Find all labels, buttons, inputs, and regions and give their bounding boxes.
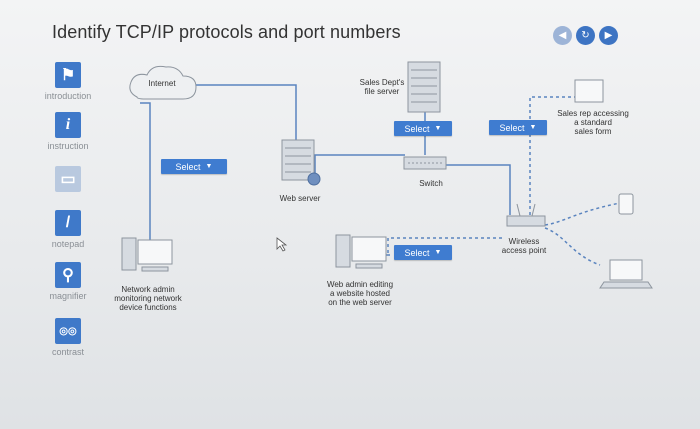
sales-rep-label: Sales rep accessing a standard sales for… <box>557 109 629 136</box>
file-server-label: Sales Dept's file server <box>359 78 405 96</box>
cloud-icon <box>129 65 197 100</box>
internet-label: Internet <box>148 79 176 88</box>
web-admin-label: Web admin editing a website hosted on th… <box>326 280 394 307</box>
tool-monitor[interactable]: ▭ <box>40 166 96 192</box>
tool-instruction[interactable]: i instruction <box>40 112 96 151</box>
caret-down-icon: ▼ <box>434 125 442 132</box>
tool-label: instruction <box>47 141 89 151</box>
refresh-icon[interactable]: ↻ <box>576 26 595 45</box>
file-server-protocol-select[interactable]: Select ▼ <box>394 121 452 136</box>
tool-label: notepad <box>51 239 85 249</box>
info-icon: i <box>55 112 81 138</box>
wireless-protocol-select[interactable]: Select ▼ <box>489 120 547 135</box>
flag-icon: ⚑ <box>55 62 81 88</box>
access-point-icon <box>506 203 546 227</box>
monitor-icon: ▭ <box>55 166 81 192</box>
tool-label: introduction <box>44 91 92 101</box>
web-server-label: Web server <box>279 194 321 203</box>
tool-magnifier[interactable]: ⚲ magnifier <box>40 262 96 301</box>
forward-icon[interactable]: ▶ <box>599 26 618 45</box>
internet-protocol-select[interactable]: Select ▼ <box>161 159 227 174</box>
web-server-icon <box>281 139 321 186</box>
sales-rep-monitor-icon <box>574 79 604 103</box>
web-admin-computer-icon <box>335 234 387 269</box>
tool-introduction[interactable]: ⚑ introduction <box>40 62 96 101</box>
tablet-icon <box>618 193 634 215</box>
network-admin-computer-icon <box>121 237 173 272</box>
tool-label: magnifier <box>49 291 87 301</box>
switch-icon <box>403 156 447 170</box>
laptop-icon <box>599 259 653 289</box>
glasses-icon: ◎◎ <box>55 318 81 344</box>
caret-down-icon: ▼ <box>529 124 537 131</box>
network-admin-label: Network admin monitoring network device … <box>114 285 182 312</box>
web-admin-protocol-select[interactable]: Select ▼ <box>394 245 452 260</box>
tool-contrast[interactable]: ◎◎ contrast <box>40 318 96 357</box>
access-point-label: Wireless access point <box>501 237 547 255</box>
tool-label: contrast <box>51 347 84 357</box>
magnifier-icon: ⚲ <box>55 262 81 288</box>
pencil-icon: / <box>55 210 81 236</box>
page-title: Identify TCP/IP protocols and port numbe… <box>52 22 401 42</box>
connection-lines <box>140 84 511 256</box>
back-icon[interactable]: ◀ <box>553 26 572 45</box>
file-server-icon <box>407 61 441 113</box>
caret-down-icon: ▼ <box>434 249 442 256</box>
tool-notepad[interactable]: / notepad <box>40 210 96 249</box>
wireless-links <box>387 96 621 266</box>
nav-bar: ◀ ↻ ▶ <box>553 26 618 45</box>
switch-label: Switch <box>419 179 443 188</box>
mouse-cursor-icon <box>276 237 288 252</box>
caret-down-icon: ▼ <box>205 163 213 170</box>
